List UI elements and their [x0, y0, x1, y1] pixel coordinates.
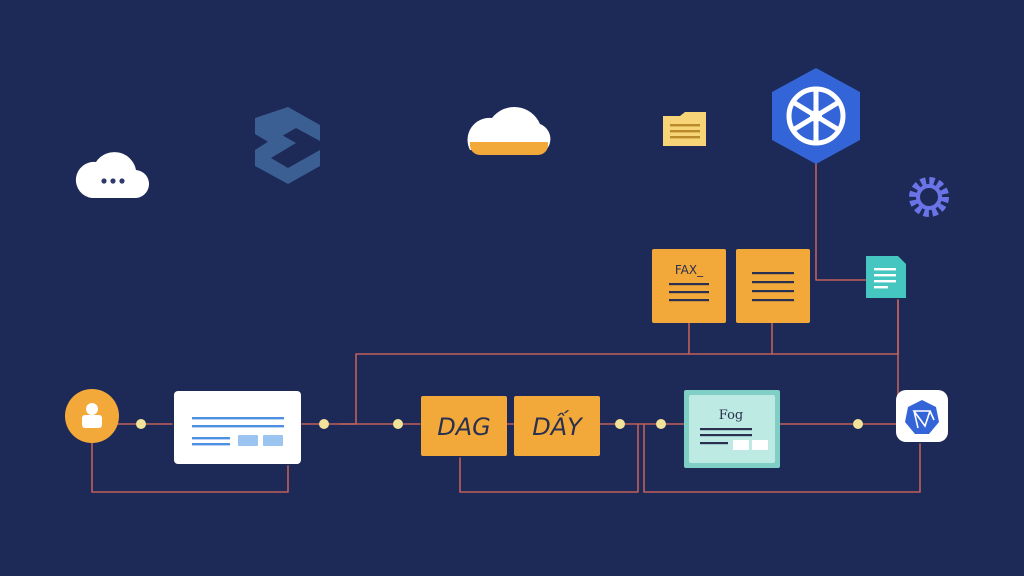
connector-log-loop	[643, 423, 921, 493]
polygon-hub-icon	[905, 400, 939, 434]
cloud-icon	[467, 106, 551, 156]
teal-document-icon	[866, 256, 906, 298]
junction-dot	[319, 419, 329, 429]
connectors	[91, 159, 921, 493]
fax-card[interactable]: FAX_	[652, 249, 726, 323]
junction-dot	[656, 419, 666, 429]
input-card[interactable]	[174, 391, 301, 464]
document-lines-icon	[669, 283, 709, 302]
chat-cloud-icon	[75, 152, 150, 199]
cluster-node[interactable]	[896, 390, 948, 442]
notes-card[interactable]	[736, 249, 810, 323]
form-lines-icon	[192, 417, 284, 446]
connector-input-up	[339, 322, 690, 425]
folder-icon	[663, 112, 706, 146]
kubernetes-hub	[772, 68, 860, 164]
day-card[interactable]: DẤY	[514, 396, 600, 456]
dag-card[interactable]: DAG	[421, 396, 507, 456]
dag-card-label: DAG	[437, 413, 491, 441]
connector-notes-down	[688, 322, 773, 355]
s-logo-icon	[255, 107, 320, 184]
log-card[interactable]: Fog	[684, 390, 780, 468]
form-lines-icon	[700, 428, 768, 450]
fax-card-label: FAX_	[675, 263, 704, 277]
junction-dot	[136, 419, 146, 429]
connector-dag-loop	[459, 423, 639, 493]
junction-dots	[136, 419, 863, 429]
connector-hub-down	[815, 159, 867, 281]
junction-dot	[393, 419, 403, 429]
day-card-label: DẤY	[532, 409, 584, 441]
junction-dot	[853, 419, 863, 429]
junction-dot	[615, 419, 625, 429]
gear-icon	[909, 177, 949, 217]
log-card-label: Fog	[719, 408, 743, 423]
document-lines-icon	[752, 272, 794, 302]
user-node[interactable]	[65, 389, 119, 443]
user-icon	[82, 403, 102, 428]
connector-user-loop	[91, 439, 289, 493]
